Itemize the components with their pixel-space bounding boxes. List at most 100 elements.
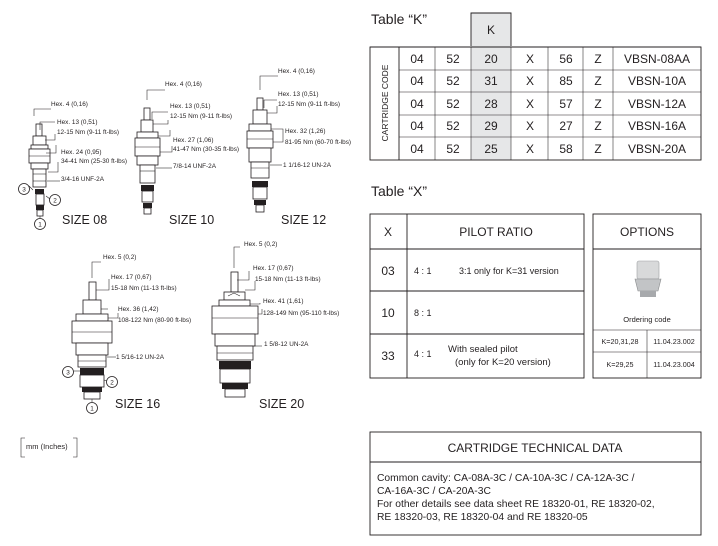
table-k: Table “K” K CARTRIDGE CODE 04 52 20 X 56… [369, 11, 702, 161]
table-x-row: 33 4 : 1 With sealed pilot (only for K=2… [381, 344, 551, 368]
size08-hex2: Hex. 13 (0,51) [57, 119, 98, 126]
technical-data-line: For other details see data sheet RE 1832… [377, 499, 655, 510]
table-k-cell: Z [594, 52, 601, 66]
size08-port-2: 2 [53, 198, 57, 205]
table-k-cell: X [526, 142, 534, 156]
size20-thread: 1 5/8-12 UN-2A [264, 341, 309, 348]
table-k-cell: 25 [484, 142, 498, 156]
size16-port-3-marker [62, 366, 74, 378]
table-x-ratio: 8 : 1 [414, 308, 432, 318]
table-k-cell: 56 [559, 52, 573, 66]
table-x-note-2: (only for K=20 version) [455, 357, 551, 368]
table-k-cell: 04 [410, 119, 424, 133]
table-k-row: 04 52 25 X 58 Z VBSN-20A [410, 142, 686, 156]
table-k-cell: VBSN-12A [628, 97, 686, 111]
size08-port-1-marker [34, 218, 46, 230]
table-k-cell: 28 [484, 97, 498, 111]
technical-data-box: CARTRIDGE TECHNICAL DATA Common cavity: … [369, 431, 702, 536]
table-x-title: Table “X” [371, 183, 427, 199]
table-k-cell: X [526, 97, 534, 111]
table-k-cell: 52 [446, 52, 460, 66]
size08-hex1: Hex. 4 (0,16) [51, 101, 88, 108]
size08-port-3: 3 [22, 187, 26, 194]
units-legend: mm (Inches) [20, 437, 78, 458]
sealed-cap-icon [634, 260, 662, 297]
cartridge-size-20: Hex. 5 (0,2) Hex. 17 (0,67) 15-18 Nm (11… [211, 241, 339, 411]
options-row: K=20,31,28 11.04.23.002 [602, 337, 695, 346]
size08-port-1: 1 [38, 222, 42, 229]
table-k-cell: Z [594, 142, 601, 156]
table-k-cell: VBSN-08AA [624, 52, 690, 66]
table-x-row: 03 4 : 1 3:1 only for K=31 version [381, 264, 558, 278]
cartridge-size-08: Hex. 4 (0,16) Hex. 13 (0,51) 12-15 Nm (9… [18, 101, 127, 230]
cartridge-size-12: Hex. 4 (0,16) Hex. 13 (0,51) 12-15 Nm (9… [246, 68, 351, 227]
table-k-cell: 04 [410, 52, 424, 66]
table-k-cell: X [526, 52, 534, 66]
table-x-code: 33 [381, 349, 395, 363]
size16-port-1: 1 [90, 406, 94, 413]
table-x-code: 10 [381, 306, 395, 320]
technical-data-line: CA-16A-3C / CA-20A-3C [377, 486, 491, 497]
technical-data-line: Common cavity: CA-08A-3C / CA-10A-3C / C… [377, 473, 635, 484]
table-k-cell: VBSN-20A [628, 142, 686, 156]
table-x-ratio: 4 : 1 [414, 349, 432, 359]
table-k-cell: VBSN-16A [628, 119, 686, 133]
size16-torque1: 15-18 Nm (11-13 ft-lbs) [111, 285, 177, 292]
options-row: K=29,25 11.04.23.004 [607, 360, 695, 369]
size16-port-2: 2 [110, 380, 114, 387]
table-k-k-header: K [487, 23, 495, 37]
options-k: K=29,25 [607, 360, 634, 369]
table-k-row: 04 52 29 X 27 Z VBSN-16A [410, 119, 686, 133]
table-k-cell: 04 [410, 97, 424, 111]
options-title: OPTIONS [620, 225, 674, 239]
table-x-col-ratio: PILOT RATIO [459, 225, 533, 239]
table-x-code: 03 [381, 264, 395, 278]
options-k: K=20,31,28 [602, 337, 639, 346]
table-k-cell: 52 [446, 74, 460, 88]
table-k-cell: 04 [410, 142, 424, 156]
table-k-cell: VBSN-10A [628, 74, 686, 88]
cartridge-size-10: Hex. 4 (0,16) Hex. 13 (0,51) 12-15 Nm (9… [134, 81, 239, 227]
table-k-title: Table “K” [371, 11, 427, 27]
size10-torque2: 41-47 Nm (30-35 ft-lbs) [173, 146, 239, 153]
size16-hex2: Hex. 17 (0,67) [111, 274, 152, 281]
size12-torque2: 81-95 Nm (60-70 ft-lbs) [285, 139, 351, 146]
size08-torque1: 12-15 Nm (9-11 ft-lbs) [57, 129, 119, 136]
units-legend-text: mm (Inches) [26, 442, 68, 451]
size12-hex1: Hex. 4 (0,16) [278, 68, 315, 75]
table-x-col-x: X [384, 225, 392, 239]
table-k-cell: X [526, 74, 534, 88]
size16-thread: 1 5/16-12 UN-2A [116, 354, 165, 361]
cartridge-size-16: Hex. 5 (0,2) Hex. 17 (0,67) 15-18 Nm (11… [62, 254, 191, 414]
size16-label: SIZE 16 [115, 397, 160, 411]
table-k-cell: Z [594, 74, 601, 88]
table-k-cell: 04 [410, 74, 424, 88]
table-x-note: With sealed pilot [448, 344, 518, 355]
size12-label: SIZE 12 [281, 213, 326, 227]
table-x-note: 3:1 only for K=31 version [459, 266, 559, 276]
size20-hex1: Hex. 5 (0,2) [244, 241, 277, 248]
size20-torque1: 15-18 Nm (11-13 ft-lbs) [255, 276, 321, 283]
size12-hex2: Hex. 13 (0,51) [278, 91, 319, 98]
size08-label: SIZE 08 [62, 213, 107, 227]
size16-torque2: 108-122 Nm (80-90 ft-lbs) [118, 317, 191, 324]
table-k-cell: 57 [559, 97, 573, 111]
table-k-cell: 52 [446, 97, 460, 111]
size08-thread: 3/4-16 UNF-2A [61, 176, 105, 183]
size20-torque2: 128-149 Nm (95-110 ft-lbs) [263, 310, 339, 317]
technical-data-line: RE 18320-03, RE 18320-04 and RE 18320-05 [377, 512, 588, 523]
table-k-cell: 52 [446, 142, 460, 156]
size08-torque2: 34-41 Nm (25-30 ft-lbs) [61, 158, 127, 165]
size10-thread: 7/8-14 UNF-2A [173, 163, 217, 170]
size20-label: SIZE 20 [259, 397, 304, 411]
table-k-row: 04 52 31 X 85 Z VBSN-10A [410, 74, 686, 88]
size12-thread: 1 1/16-12 UN-2A [283, 162, 332, 169]
table-k-cell: 29 [484, 119, 498, 133]
table-k-cell: 31 [484, 74, 498, 88]
table-x-ratio: 4 : 1 [414, 266, 432, 276]
size16-port-1-marker [86, 402, 98, 414]
table-x-row: 10 8 : 1 [381, 306, 431, 320]
size16-hex1: Hex. 5 (0,2) [103, 254, 136, 261]
size10-hex1: Hex. 4 (0,16) [165, 81, 202, 88]
